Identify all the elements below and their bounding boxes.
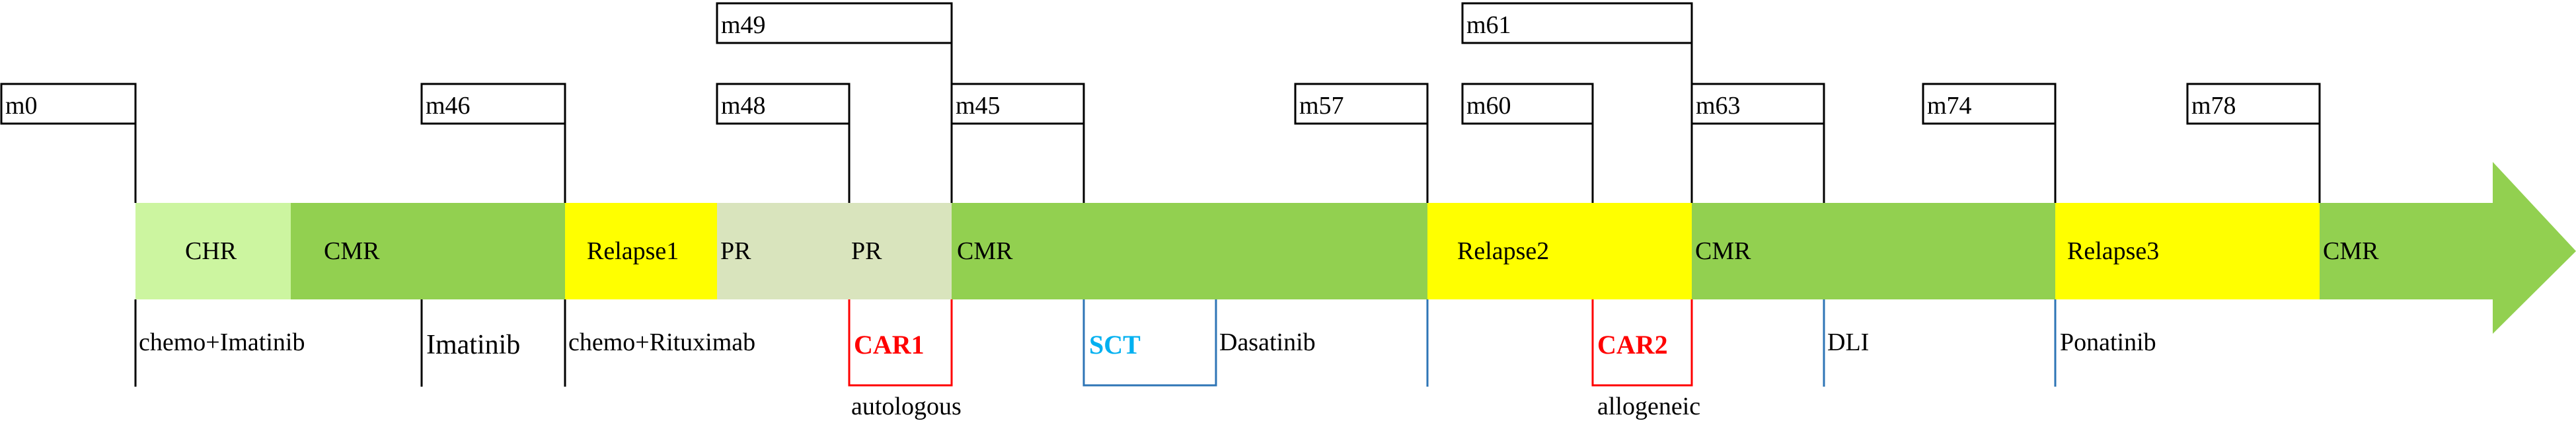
milestone-m61: m61: [1461, 2, 1693, 203]
segment-fill: [1692, 203, 1824, 299]
bracket-notes: autologous allogeneic: [851, 393, 1700, 420]
milestone-label: m78: [2191, 92, 2236, 120]
segment-fill: [1084, 203, 1427, 299]
milestone-label: m60: [1466, 92, 1511, 120]
milestone-label: m45: [956, 92, 1001, 120]
segment-fill: [291, 203, 565, 299]
segment: CMR: [1692, 203, 1824, 299]
milestone-m49: m49: [716, 2, 953, 203]
treatment-label: CAR1: [854, 330, 925, 360]
segment: PR: [717, 203, 849, 299]
segment: Relapse1: [565, 203, 717, 299]
milestone-m74: m74: [1922, 83, 2057, 203]
segment-fill: [849, 203, 952, 299]
milestone-label: m63: [1696, 92, 1741, 120]
milestone-box: [2186, 83, 2321, 125]
segment: CMR: [952, 203, 1084, 299]
car1-bracket: [848, 299, 953, 387]
milestone-label: m57: [1299, 92, 1344, 120]
milestone-m57: m57: [1294, 83, 1429, 203]
segment-fill: [717, 203, 849, 299]
segment: PR: [849, 203, 952, 299]
sct-bracket: [1082, 299, 1217, 387]
milestone-box: [420, 83, 566, 125]
segment: CHR: [135, 203, 291, 299]
status-segments: CHR CMR Relapse1 PR PR CMR Relapse2: [135, 203, 2493, 299]
segment-fill: [565, 203, 717, 299]
milestone-m0: m0: [0, 83, 137, 203]
milestones: m0 m46 m49 m48 m45 m57: [0, 2, 2321, 203]
treatment-label: Imatinib: [426, 330, 520, 360]
milestone-m78: m78: [2186, 83, 2321, 203]
segment-fill: [952, 203, 1084, 299]
segment-label: Relapse1: [587, 237, 679, 265]
milestone-box: [1294, 83, 1429, 125]
milestone-box: [950, 83, 1085, 125]
segment: CMR: [2320, 203, 2493, 299]
segment-label: Relapse2: [1457, 237, 1549, 265]
milestone-label: m61: [1466, 11, 1511, 39]
segment-fill: [135, 203, 291, 299]
milestone-box: [1461, 83, 1594, 125]
treatment-dividers: [134, 299, 2057, 387]
segment-label: PR: [720, 237, 751, 265]
milestone-m60: m60: [1461, 83, 1594, 203]
treatment-labels: chemo+Imatinib Imatinib chemo+Rituximab …: [139, 328, 2156, 360]
milestone-m45: m45: [950, 83, 1085, 203]
segment-label: CMR: [1695, 237, 1751, 265]
segment-fill: [1824, 203, 2055, 299]
segment-label: CMR: [957, 237, 1013, 265]
milestone-m46: m46: [420, 83, 566, 203]
treatment-label: CAR2: [1597, 330, 1668, 360]
milestone-m63: m63: [1690, 83, 1825, 203]
treatment-label: Ponatinib: [2060, 328, 2156, 356]
segment-label: CMR: [324, 237, 380, 265]
segment-fill: [1427, 203, 1593, 299]
segment: CMR: [291, 203, 565, 299]
segment: Relapse3: [2055, 203, 2320, 299]
milestone-box: [1690, 83, 1825, 125]
procedure-brackets: [848, 299, 1693, 387]
car1-note: autologous: [851, 393, 962, 420]
segment-label: CHR: [185, 237, 237, 265]
milestone-box: [1922, 83, 2057, 125]
arrow-head: [2493, 162, 2576, 334]
car2-note: allogeneic: [1597, 393, 1700, 420]
segment-label: Relapse3: [2067, 237, 2159, 265]
milestone-label: m74: [1927, 92, 1972, 120]
milestone-box: [0, 83, 137, 125]
segment-label: CMR: [2323, 237, 2379, 265]
treatment-label: DLI: [1827, 328, 1869, 356]
segment: [1824, 203, 2055, 299]
treatment-label: chemo+Rituximab: [568, 328, 755, 356]
segment: [1593, 203, 1692, 299]
milestone-box: [716, 83, 851, 125]
segment: Relapse2: [1427, 203, 1593, 299]
segment-fill: [2055, 203, 2320, 299]
milestone-label: m0: [5, 92, 38, 120]
milestone-box: [1461, 2, 1693, 44]
milestone-m48: m48: [716, 83, 851, 203]
car2-bracket: [1591, 299, 1693, 387]
treatment-label: SCT: [1089, 330, 1141, 360]
treatment-label: Dasatinib: [1219, 328, 1316, 356]
milestone-label: m48: [721, 92, 766, 120]
segment: [1084, 203, 1427, 299]
treatment-label: chemo+Imatinib: [139, 328, 305, 356]
milestone-label: m46: [426, 92, 471, 120]
milestone-label: m49: [721, 11, 766, 39]
segment-fill: [1593, 203, 1692, 299]
milestone-box: [716, 2, 953, 44]
segment-fill: [2320, 203, 2493, 299]
segment-label: PR: [851, 237, 882, 265]
